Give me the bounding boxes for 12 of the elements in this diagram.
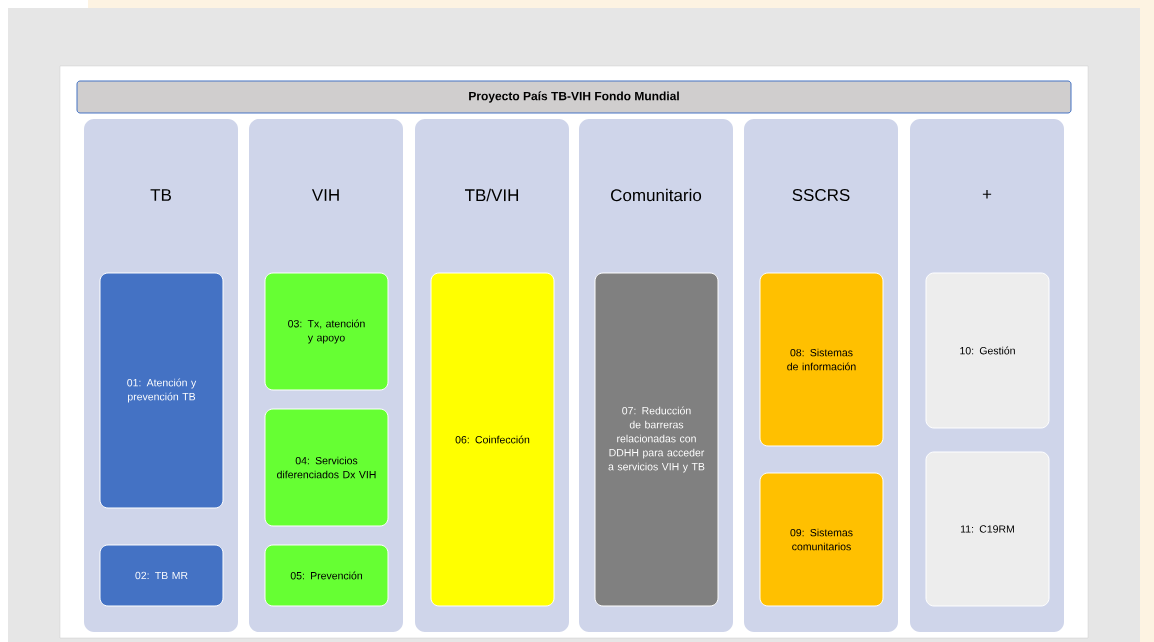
title-bar: Proyecto País TB-VIH Fondo Mundial <box>76 80 1072 114</box>
component-box: 02: TB MR <box>99 544 224 607</box>
component-box: 09: Sistemas comunitarios <box>759 472 884 607</box>
component-box: 05: Prevención <box>264 544 389 607</box>
component-box: 06: Coinfección <box>430 272 555 607</box>
component-box: 11: C19RM <box>925 451 1050 607</box>
component-box: 10: Gestión <box>925 272 1050 429</box>
component-box: 08: Sistemas de información <box>759 272 884 447</box>
component-box: 03: Tx, atención y apoyo <box>264 272 389 391</box>
component-box: 01: Atención y prevención TB <box>99 272 224 509</box>
component-box: 04: Servicios diferenciados Dx VIH <box>264 408 389 527</box>
component-box: 07: Reducción de barreras relacionadas con DDHH para acceder a servicios VIH y TB <box>594 272 719 607</box>
